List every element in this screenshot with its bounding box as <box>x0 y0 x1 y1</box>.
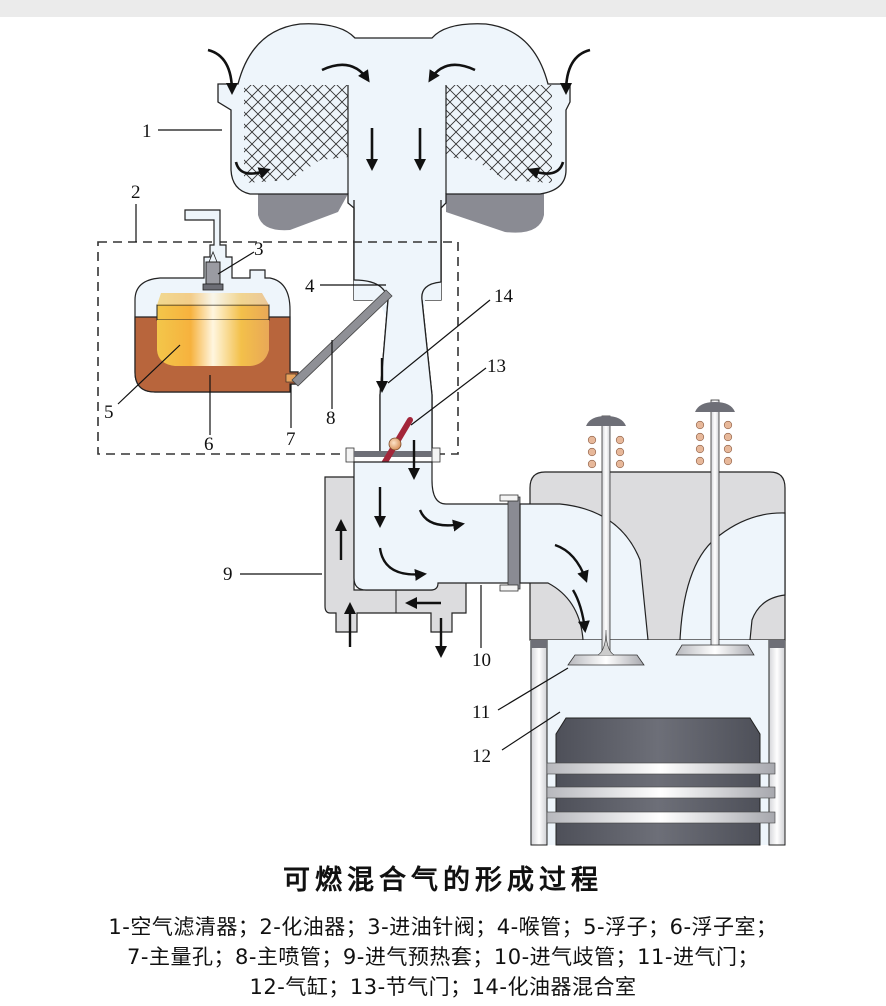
legend-line: 1-空气滤清器；2-化油器；3-进油针阀；4-喉管；5-浮子；6-浮子室； <box>108 915 778 939</box>
intake-valve <box>567 415 645 666</box>
label-12: 12 <box>472 746 491 767</box>
label-11: 11 <box>472 702 490 723</box>
callout-labels: 1 2 3 4 5 6 7 8 9 10 11 12 13 14 <box>104 121 514 767</box>
label-10: 10 <box>472 650 491 671</box>
arrow-icon <box>378 547 427 581</box>
intake-manifold <box>353 461 521 613</box>
carburetor-diagram: 1 2 3 4 5 6 7 8 9 10 11 12 13 14 <box>97 23 786 846</box>
label-9: 9 <box>223 564 233 585</box>
piston <box>546 717 776 846</box>
label-5: 5 <box>104 402 114 423</box>
exhaust-valve <box>675 399 755 656</box>
label-4: 4 <box>305 276 315 297</box>
label-6: 6 <box>204 434 214 455</box>
top-bar <box>0 0 886 17</box>
arrow-icon <box>207 48 238 95</box>
arrow-icon <box>234 161 271 179</box>
airflow-arrows-manifold <box>335 358 590 658</box>
float-chamber <box>134 209 299 393</box>
callouts <box>117 129 569 751</box>
arrow-icon <box>321 63 370 83</box>
label-7: 7 <box>286 429 296 450</box>
arrow-icon <box>554 543 589 583</box>
arrow-icon <box>428 63 476 83</box>
arrow-icon <box>571 589 590 633</box>
needle-valve <box>205 261 221 285</box>
arrow-icon <box>418 509 465 532</box>
label-1: 1 <box>142 121 152 142</box>
label-14: 14 <box>494 286 514 307</box>
carburetor-boundary <box>97 241 459 455</box>
airflow-arrows-filter <box>207 48 591 179</box>
label-3: 3 <box>254 239 264 260</box>
diagram-title: 可燃混合气的形成过程 <box>283 865 603 896</box>
carburetor-body <box>353 200 442 455</box>
label-8: 8 <box>326 408 336 429</box>
cylinder-head <box>519 471 786 641</box>
label-2: 2 <box>131 182 141 203</box>
label-13: 13 <box>487 356 506 377</box>
air-filter <box>217 23 571 301</box>
legend: 1-空气滤清器；2-化油器；3-进油针阀；4-喉管；5-浮子；6-浮子室； 7-… <box>0 912 886 1002</box>
arrow-icon <box>527 161 565 179</box>
legend-line: 7-主量孔；8-主喷管；9-进气预热套；10-进气歧管；11-进气门； <box>127 945 759 969</box>
arrow-icon <box>560 48 591 95</box>
legend-line: 12-气缸；13-节气门；14-化油器混合室 <box>249 975 637 999</box>
main-nozzle <box>291 289 393 387</box>
